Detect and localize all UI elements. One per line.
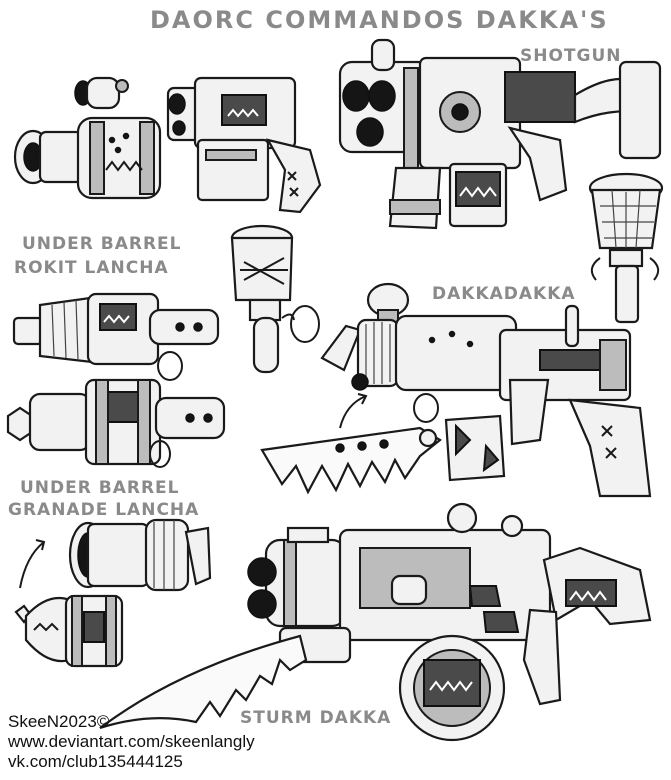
arrow-sketch <box>339 393 368 429</box>
label-dakkadakka: DAKKADAKKA <box>432 284 576 304</box>
small-muzzle-cap-sketch <box>74 76 129 110</box>
credit-vk: vk.com/club135444125 <box>8 752 183 771</box>
barrel-attachment-sketch <box>13 116 162 200</box>
granade-shell-sketch <box>14 594 124 668</box>
rokit-lancha-variant-sketch <box>6 378 226 468</box>
sturm-blade-sketch <box>99 634 308 730</box>
label-granade-line1: UNDER BARREL <box>20 478 180 498</box>
boltpistol-sketch <box>166 76 322 214</box>
label-granade-line2: GRANADE LANCHA <box>8 500 200 520</box>
label-sturm-dakka: STURM DAKKA <box>240 708 392 728</box>
credit-author: SkeeN2023© <box>8 712 110 731</box>
credit-deviantart: www.deviantart.com/skeenlangly <box>8 732 255 751</box>
label-rokit-line2: ROKIT LANCHA <box>14 258 169 278</box>
rokit-lancha-sketch <box>12 292 220 381</box>
sturm-dakka-sketch <box>247 502 652 742</box>
stikkbomb-grenade-sketch <box>588 172 664 324</box>
label-rokit-line1: UNDER BARREL <box>22 234 182 254</box>
label-shotgun: SHOTGUN <box>520 46 622 66</box>
arrow-sketch <box>19 539 46 589</box>
grenade-with-pin-sketch <box>230 224 320 374</box>
dakkadakka-sketch <box>320 282 652 498</box>
bayonet-blade-sketch <box>260 426 442 495</box>
shotgun-sketch <box>338 38 662 230</box>
granade-lancha-sketch <box>68 518 212 592</box>
sheet-title: DAORC COMMANDOS DAKKA'S <box>150 6 609 34</box>
